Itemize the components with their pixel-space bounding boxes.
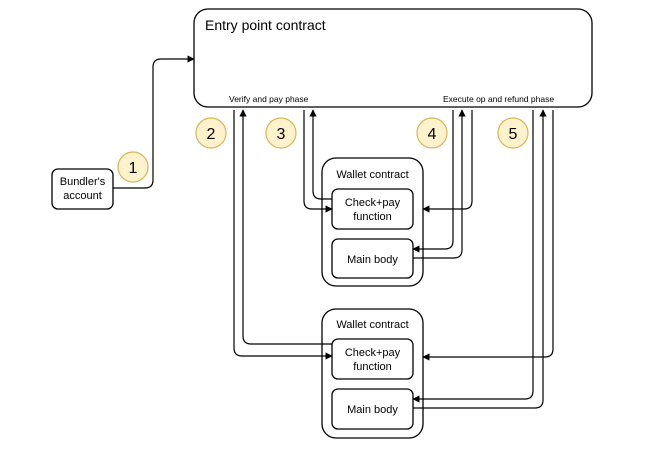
wallet-2-check-pay-line2: function — [353, 361, 392, 373]
arrow-bundler-to-entry-point — [113, 55, 195, 189]
bundler-account-box — [51, 168, 114, 210]
step-4-label: 4 — [428, 126, 437, 143]
step-3-label: 3 — [277, 126, 286, 143]
arrow-entry-to-wallet-1-check-pay — [303, 110, 333, 213]
arrow-wallet-1-main-body-to-entry — [413, 109, 466, 259]
step-badge-1: 1 — [117, 151, 149, 183]
arrow-execute-to-wallet-1-main-body — [412, 110, 454, 253]
step-badge-2: 2 — [195, 117, 227, 149]
arrow-wallet-2-main-body-to-entry — [413, 109, 547, 409]
arrow-wallet-1-check-pay-to-entry — [309, 109, 332, 200]
wallet-2-main-body-label: Main body — [347, 404, 398, 416]
arrow-entry-to-wallet-2-check-pay — [233, 110, 333, 360]
step-badge-3: 3 — [265, 117, 297, 149]
step-1-label: 1 — [129, 160, 138, 177]
connectors — [113, 55, 554, 409]
wallet-1-check-pay-line1: Check+pay — [345, 197, 401, 209]
wallet-1-title: Wallet contract — [336, 169, 408, 181]
entry-point-title: Entry point contract — [205, 17, 326, 33]
arrow-execute-to-wallet-2-check-pay — [422, 110, 554, 361]
bundler-label-line1: Bundler's — [60, 176, 106, 188]
wallet-contract-1: Wallet contract Check+pay function Main … — [321, 157, 424, 287]
arrow-wallet-2-check-pay-to-entry — [239, 109, 332, 345]
bundler-account: Bundler's account — [51, 168, 114, 210]
wallet-1-main-body-label: Main body — [347, 254, 398, 266]
wallet-2-check-pay-line1: Check+pay — [345, 347, 401, 359]
entry-point-contract: Entry point contract Verify and pay phas… — [193, 8, 593, 108]
bundler-label-line2: account — [63, 190, 102, 202]
wallet-2-check-pay-box — [331, 338, 414, 380]
wallet-2-title: Wallet contract — [336, 319, 408, 331]
verify-pay-phase-label: Verify and pay phase — [229, 94, 309, 104]
step-badges: 1 2 3 4 5 — [117, 117, 529, 183]
wallet-2-main-body-box — [331, 388, 414, 430]
arrow-execute-to-wallet-2-main-body — [412, 110, 534, 403]
wallet-1-check-pay-box — [331, 188, 414, 230]
wallet-contract-2: Wallet contract Check+pay function Main … — [321, 308, 424, 439]
step-2-label: 2 — [207, 126, 216, 143]
execute-refund-phase-label: Execute op and refund phase — [443, 94, 554, 104]
step-badge-4: 4 — [416, 117, 448, 149]
wallet-1-check-pay-line2: function — [353, 211, 392, 223]
arrow-execute-to-wallet-1-check-pay — [422, 110, 473, 213]
step-badge-5: 5 — [497, 117, 529, 149]
step-5-label: 5 — [509, 126, 518, 143]
